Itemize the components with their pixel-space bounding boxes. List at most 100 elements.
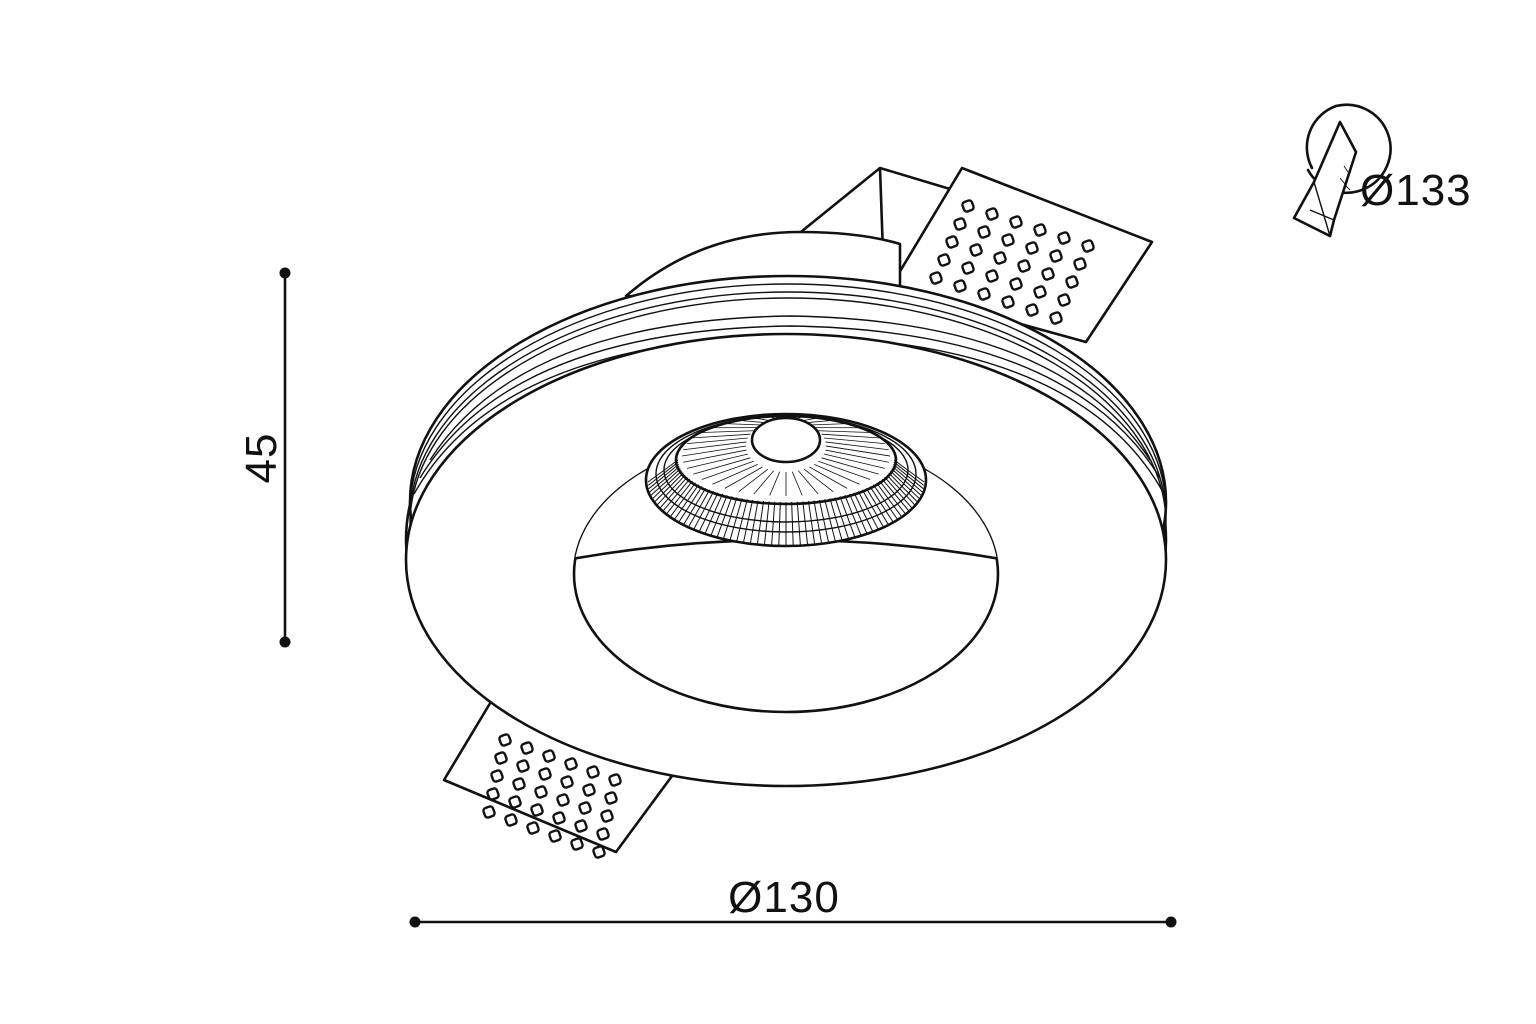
clip-perforation — [596, 827, 610, 841]
lamp-fin — [769, 471, 781, 496]
lower-spring-clip — [442, 698, 674, 859]
lamp-fin — [844, 495, 862, 536]
lamp-fin — [756, 501, 765, 545]
clip-perforation — [490, 769, 504, 783]
clip-perforation — [516, 759, 530, 773]
lamp-fin — [687, 437, 748, 445]
lamp-fin — [881, 478, 910, 512]
lamp-fin — [681, 445, 747, 457]
lamp-fin — [716, 496, 733, 538]
height-dimension-label: 45 — [237, 433, 286, 484]
lamp-fin — [712, 464, 758, 485]
lamp-fin — [693, 433, 751, 439]
clip-perforation — [977, 225, 991, 239]
lamp-fin — [649, 466, 680, 493]
clip-perforation — [604, 791, 618, 805]
lamp-fin — [825, 449, 889, 463]
lamp-fin — [796, 501, 801, 546]
clip-perforation — [570, 837, 584, 851]
lamp-fin — [683, 487, 707, 526]
lamp-fin — [724, 466, 763, 489]
lamp-fin — [791, 471, 803, 496]
lamp-fin — [753, 470, 774, 495]
clip-perforation — [574, 819, 588, 833]
lamp-fin — [710, 495, 728, 536]
lamp-fin — [736, 499, 748, 542]
clip-perforation — [1065, 275, 1079, 289]
clip-perforation — [498, 733, 512, 747]
lamp-fin — [865, 487, 889, 526]
clip-perforation — [977, 287, 991, 301]
height-dimension: 45 — [237, 267, 291, 648]
clip-perforation — [961, 199, 975, 213]
lamp-fin — [693, 490, 715, 530]
lamp-fin — [654, 472, 684, 503]
lamp-fin — [791, 501, 794, 546]
lamp-fin — [729, 498, 743, 541]
clip-perforation — [534, 785, 548, 799]
lamp-fin — [686, 453, 749, 469]
ring-body — [404, 274, 1168, 788]
lamp-fin — [704, 493, 723, 534]
clip-perforation — [1081, 239, 1095, 253]
clip-perforation — [582, 783, 596, 797]
lamp-cooling-fins — [647, 416, 925, 546]
lamp-fin — [892, 466, 923, 493]
clip-perforation — [548, 829, 562, 843]
clip-perforation — [969, 243, 983, 257]
clip-perforation — [542, 749, 556, 763]
lamp-fin — [738, 468, 769, 492]
lamp-module — [574, 412, 998, 562]
lamp-fin — [814, 464, 860, 485]
clip-perforation — [592, 845, 606, 859]
lamp-fin — [876, 482, 903, 518]
lamp-fin — [666, 480, 693, 515]
clip-perforation — [1033, 285, 1047, 299]
lamp-fin — [650, 468, 681, 496]
lamp-fin — [886, 474, 916, 506]
lamp-fin — [829, 498, 843, 541]
lamp-fin — [893, 459, 925, 483]
clip-perforation — [508, 795, 522, 809]
clip-perforation — [953, 217, 967, 231]
clip-perforation — [504, 813, 518, 827]
clip-perforation — [556, 793, 570, 807]
lamp-fin — [809, 466, 848, 489]
clip-perforation — [520, 741, 534, 755]
clip-perforation — [1057, 293, 1071, 307]
lamp-fin — [693, 457, 751, 475]
clip-perforation — [1049, 249, 1063, 263]
clip-perforation — [486, 787, 500, 801]
clip-perforation — [1073, 257, 1087, 271]
clip-perforation — [494, 751, 508, 765]
lamp-fin — [893, 464, 924, 490]
clip-perforation — [993, 251, 1007, 265]
clip-perforation — [586, 765, 600, 779]
clip-perforation — [526, 821, 540, 835]
clip-perforation — [1009, 277, 1023, 291]
lamp-fin — [818, 430, 871, 433]
lamp-fin — [824, 499, 836, 542]
cutout-dimension-label: Ø133 — [1360, 166, 1472, 215]
clip-perforation — [564, 757, 578, 771]
clip-perforation — [1025, 241, 1039, 255]
lamp-fin — [683, 449, 747, 463]
clip-perforation — [530, 803, 544, 817]
lamp-fin — [809, 423, 848, 426]
clip-perforation — [608, 773, 622, 787]
lamp-fin — [891, 468, 922, 496]
lamp-fin — [701, 460, 754, 480]
lamp-fin — [825, 441, 889, 451]
lamp-fin — [798, 470, 819, 495]
clip-perforation — [1001, 233, 1015, 247]
lamp-fin — [834, 497, 850, 540]
lamp-fin — [656, 474, 686, 506]
lamp-fin — [652, 470, 683, 499]
lamp-fin — [683, 441, 747, 451]
circular-cutout-saw-icon — [1292, 103, 1392, 238]
lamp-fin — [662, 478, 691, 512]
diameter-dimension: Ø130 — [409, 873, 1177, 928]
clip-perforation — [1041, 267, 1055, 281]
clip-perforation — [1017, 259, 1031, 273]
